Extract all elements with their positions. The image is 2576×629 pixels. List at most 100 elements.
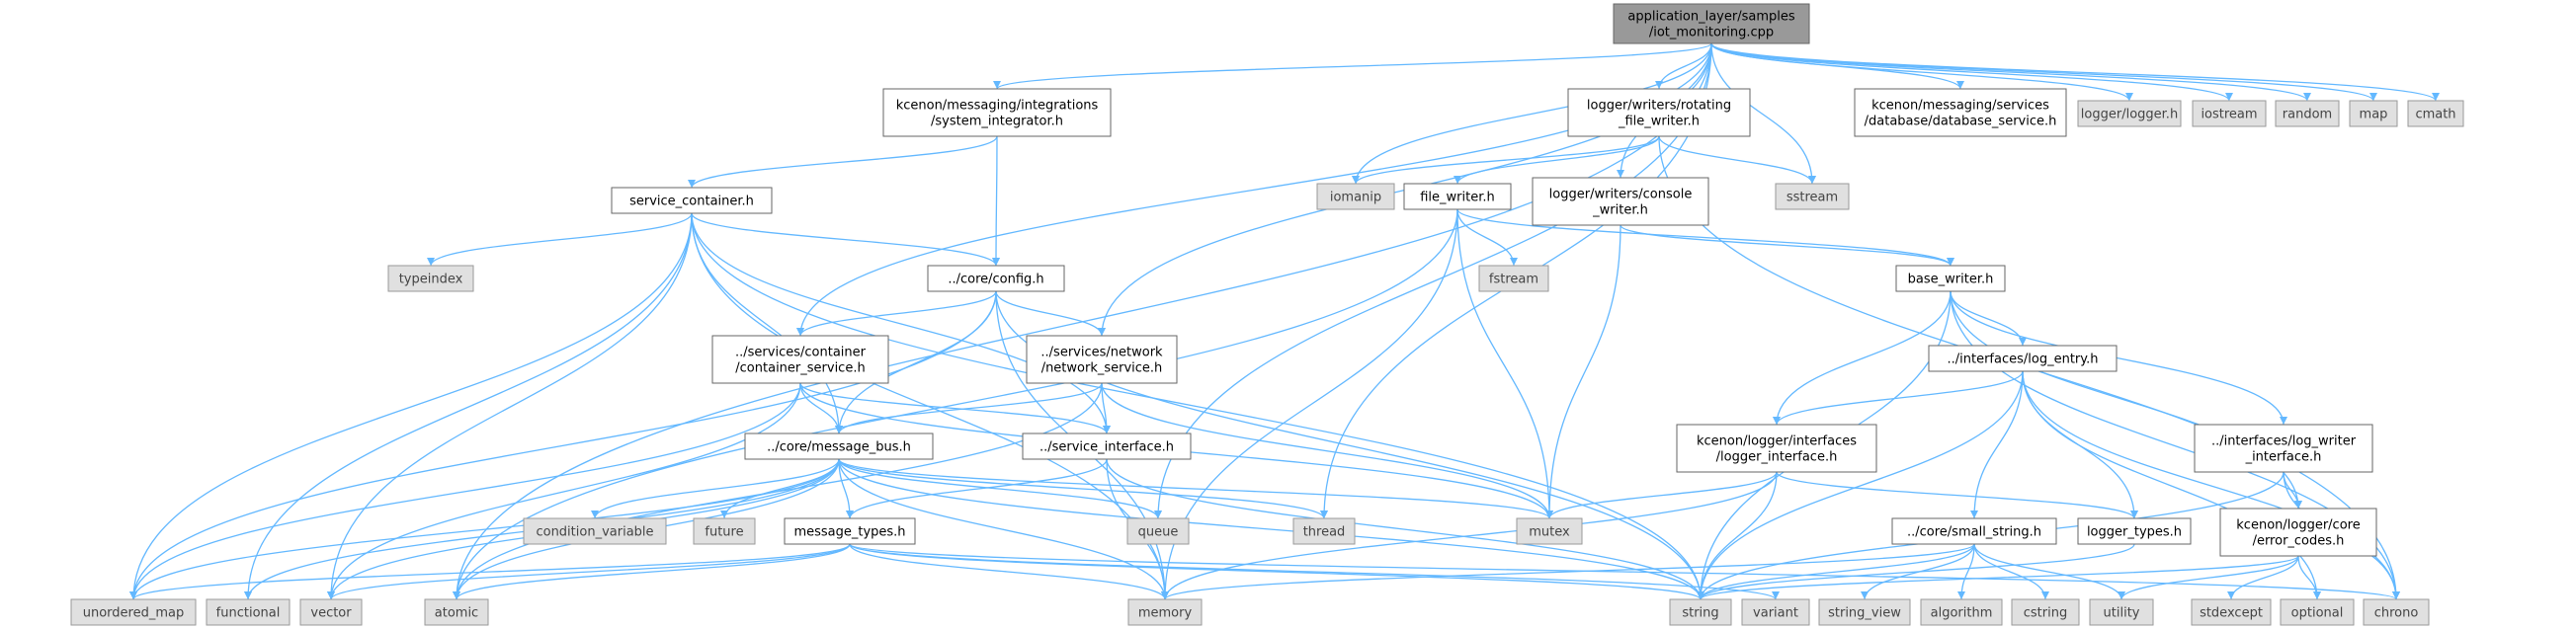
node-label: string (1682, 606, 1718, 621)
edge-arrowhead (1161, 591, 1169, 599)
edge-svciface-to-msgtypes (849, 458, 1108, 519)
edge-root-to-sstream (1710, 42, 1813, 185)
node-label: thread (1303, 525, 1346, 540)
edge-contsvc-to-svciface (799, 382, 1108, 434)
edge-basewriter-to-loggeriface (1776, 290, 1952, 426)
node-box (1022, 432, 1192, 460)
node-box (2192, 100, 2267, 127)
edge-loggeriface-to-mutex (1548, 471, 1778, 519)
node-box (1676, 424, 1877, 473)
node-box (424, 598, 489, 626)
node-label: cmath (2415, 108, 2455, 122)
edge-rotfw-to-sstream (1658, 135, 1813, 185)
edge-arrowhead (2130, 511, 2138, 518)
node-errorcodes[interactable]: kcenon/logger/core/error_codes.h (2219, 508, 2377, 557)
node-svciface[interactable]: ../service_interface.h (1022, 432, 1192, 460)
node-label: cstring (2024, 606, 2067, 621)
edge-arrowhead (2041, 591, 2049, 599)
edge-filewriter-to-fstream (1456, 208, 1515, 267)
node-msgtypes[interactable]: message_types.h (784, 517, 916, 545)
node-contsvc[interactable]: ../services/container/container_service.… (711, 335, 889, 384)
edge-loggertypes-to-string (1700, 543, 2135, 600)
node-basewriter[interactable]: base_writer.h (1895, 265, 2006, 292)
node-logwriteriface[interactable]: ../interfaces/log_writer_interface.h (2194, 424, 2373, 473)
node-label: condition_variable (536, 525, 653, 540)
edge-arrowhead (2294, 501, 2302, 509)
node-label: /error_codes.h (2253, 534, 2345, 549)
node-label: functional (216, 606, 281, 621)
node-label: ../services/container (735, 346, 867, 360)
edge-smallstring-to-memory (1164, 543, 1975, 600)
node-filewriter[interactable]: file_writer.h (1403, 183, 1512, 210)
node-cstring: cstring (2011, 598, 2080, 626)
edge-smallstring-to-utility (1973, 543, 2122, 600)
node-box (1478, 265, 1549, 292)
node-smallstring[interactable]: ../core/small_string.h (1891, 517, 2057, 545)
node-label: stdexcept (2200, 606, 2263, 621)
node-box (927, 265, 1065, 292)
node-box (2077, 100, 2182, 127)
node-label: message_types.h (793, 525, 905, 540)
node-label: string_view (1828, 606, 1901, 621)
node-box (2194, 424, 2373, 473)
edge-arrowhead (2432, 93, 2440, 101)
node-logentry[interactable]: ../interfaces/log_entry.h (1928, 345, 2118, 372)
edge-arrowhead (1510, 258, 1518, 266)
node-box (1775, 183, 1850, 210)
node-consolew[interactable]: logger/writers/console_writer.h (1532, 177, 1709, 226)
node-box (1127, 598, 1203, 626)
node-typeindex: typeindex (387, 265, 474, 292)
node-root[interactable]: application_layer/samples/iot_monitoring… (1613, 3, 1810, 44)
node-future: future (693, 517, 756, 545)
edge-svccont-to-typeindex (430, 212, 693, 267)
edge-root-to-iostream (1710, 42, 2230, 102)
edge-svccont-to-msgbus (691, 212, 840, 434)
node-coreconfig[interactable]: ../core/config.h (927, 265, 1065, 292)
node-functional: functional (206, 598, 291, 626)
node-label: kcenon/messaging/integrations (896, 99, 1099, 114)
edge-arrowhead (1154, 511, 1162, 518)
node-box (1026, 335, 1178, 384)
node-sysint[interactable]: kcenon/messaging/integrations/system_int… (882, 88, 1112, 137)
edge-netsvc-to-mutex (1101, 382, 1550, 519)
edge-errorcodes-to-utility (2120, 555, 2299, 600)
node-label: kcenon/logger/core (2236, 518, 2360, 533)
edge-arrowhead (1617, 170, 1624, 178)
node-rotfw[interactable]: logger/writers/rotating_file_writer.h (1567, 88, 1751, 137)
edge-arrowhead (1773, 417, 1781, 425)
edge-root-to-iomanip (1355, 42, 1712, 185)
edge-svccont-to-vector (330, 212, 693, 600)
edge-arrowhead (327, 591, 335, 599)
node-dbsvc[interactable]: kcenon/messaging/services/database/datab… (1854, 88, 2067, 137)
node-thread: thread (1292, 517, 1356, 545)
node-loggeriface[interactable]: kcenon/logger/interfaces/logger_interfac… (1676, 424, 1877, 473)
edge-arrowhead (2369, 93, 2377, 101)
node-label: service_container.h (629, 195, 754, 209)
node-string: string (1669, 598, 1732, 626)
node-label: ../interfaces/log_entry.h (1948, 353, 2099, 367)
node-label: future (705, 525, 743, 540)
edge-arrowhead (1772, 591, 1780, 599)
node-mutex: mutex (1516, 517, 1583, 545)
edge-arrowhead (2019, 338, 2027, 346)
node-label: logger/writers/console (1549, 188, 1693, 202)
node-label: /database/database_service.h (1865, 115, 2057, 129)
node-label: sstream (1787, 191, 1838, 205)
node-loggertypes[interactable]: logger_types.h (2077, 517, 2192, 545)
node-netsvc[interactable]: ../services/network/network_service.h (1026, 335, 1178, 384)
node-label: kcenon/logger/interfaces (1697, 434, 1857, 449)
edge-msgtypes-to-chrono (849, 543, 2397, 600)
node-box (1403, 183, 1512, 210)
node-box (1126, 517, 1190, 545)
node-svccont[interactable]: service_container.h (611, 187, 773, 214)
node-label: optional (2291, 606, 2344, 621)
node-label: variant (1753, 606, 1798, 621)
node-msgbus[interactable]: ../core/message_bus.h (744, 432, 934, 460)
node-algorithm: algorithm (1920, 598, 2003, 626)
node-utility: utility (2089, 598, 2154, 626)
node-box (1928, 345, 2118, 372)
node-label: queue (1138, 525, 1179, 540)
node-label: ../service_interface.h (1039, 440, 1174, 455)
edge-arrowhead (2227, 591, 2235, 599)
edge-arrowhead (846, 511, 854, 518)
